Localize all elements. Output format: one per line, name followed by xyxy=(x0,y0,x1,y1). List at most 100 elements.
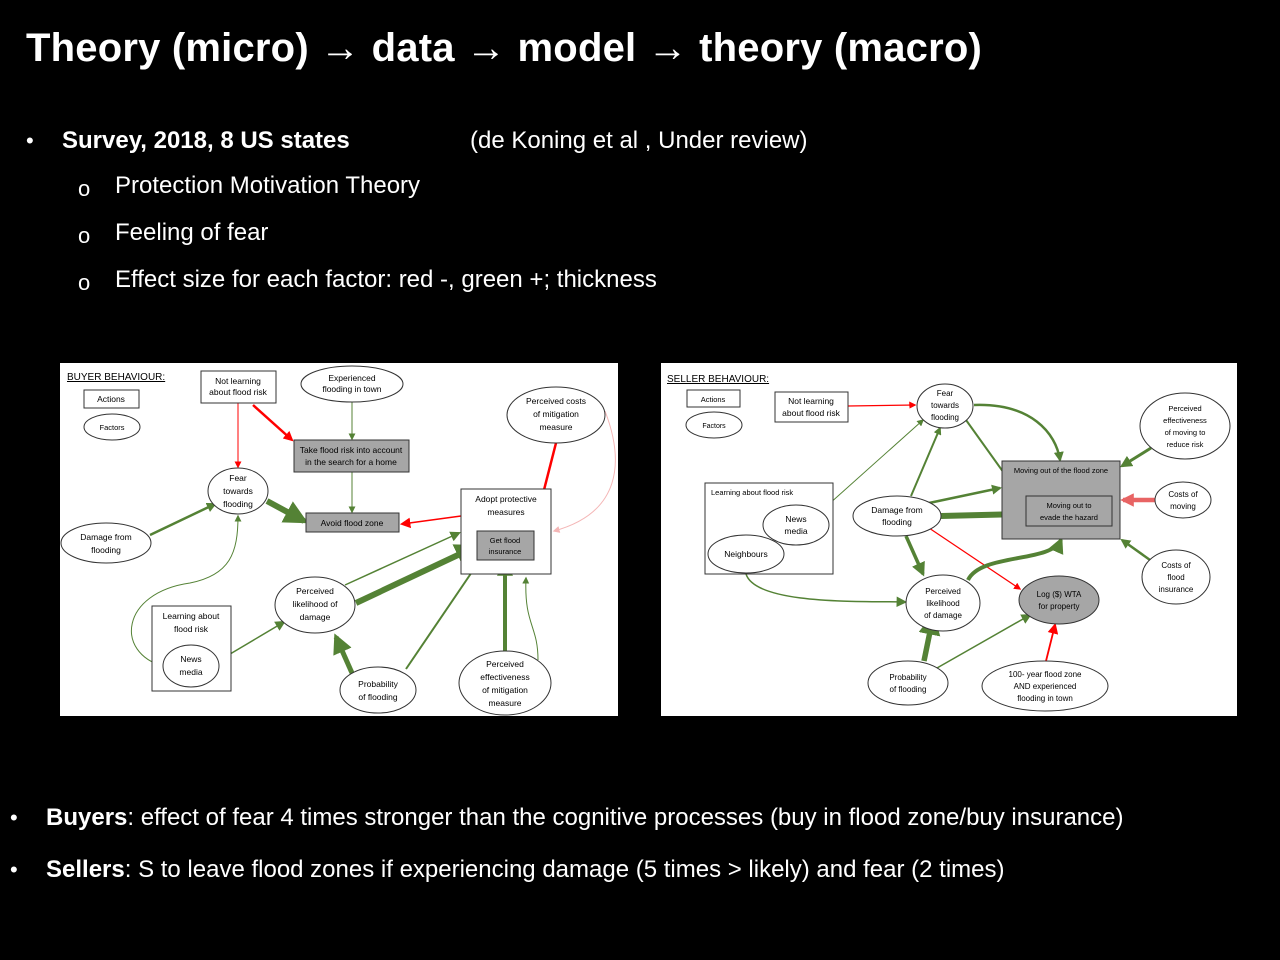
node-perceived-effectiveness xyxy=(458,650,552,716)
legend-actions-label: Actions xyxy=(701,395,726,404)
citation: (de Koning et al , Under review) xyxy=(470,127,808,154)
legend-factors-label: Factors xyxy=(99,423,124,432)
sub-bullet: Protection Motivation Theory xyxy=(115,172,421,199)
bullet-icon: • xyxy=(10,805,18,830)
legend-actions-box xyxy=(83,389,140,409)
node-damage xyxy=(60,522,152,564)
node-moving-out-evade xyxy=(1025,495,1113,527)
legend-actions-box xyxy=(686,389,741,408)
arrow-positive xyxy=(1119,446,1152,468)
legend-factors-label: Factors xyxy=(702,423,726,430)
node-not-learning xyxy=(774,391,849,423)
node-fear xyxy=(207,467,269,515)
circle-bullet-icon: o xyxy=(78,176,91,201)
arrow-positive xyxy=(1120,538,1151,562)
arrow-positive xyxy=(936,613,1032,669)
node-neighbours xyxy=(707,534,785,574)
circle-bullet-icon: o xyxy=(78,270,91,295)
arrow-negative xyxy=(928,527,1022,590)
arrow-negative xyxy=(847,401,917,409)
node-probability xyxy=(867,660,949,706)
node-100-year-flood-zone xyxy=(981,660,1109,712)
finding-sellers: Sellers: S to leave flood zones if exper… xyxy=(46,856,1005,883)
bullet-icon: • xyxy=(10,857,18,882)
arrow-positive xyxy=(910,426,942,497)
node-costs-insurance xyxy=(1141,549,1211,605)
arrow-negative xyxy=(1045,622,1059,662)
node-take-flood-risk xyxy=(293,439,410,473)
sub-bullet: Effect size for each factor: red -, gree… xyxy=(115,266,657,293)
node-label: Avoid flood zone xyxy=(321,518,384,528)
arrow-positive xyxy=(354,544,480,606)
sub-bullet: Feeling of fear xyxy=(115,219,269,246)
finding-buyers: Buyers: effect of fear 4 times stronger … xyxy=(46,804,1124,831)
arrow-positive xyxy=(966,537,1064,582)
node-perceived-likelihood xyxy=(274,576,356,634)
arrow-positive xyxy=(130,514,242,667)
node-not-learning xyxy=(200,370,277,404)
arrow-positive xyxy=(405,564,477,670)
node-label: Moving out of the flood zone xyxy=(1014,466,1108,475)
arrow-positive xyxy=(149,502,217,537)
slide-title: Theory (micro) → data → model → theory (… xyxy=(26,26,983,70)
node-perceived-likelihood xyxy=(905,574,981,632)
seller-behaviour-diagram: SELLER BEHAVIOUR: Actions Factors Not le… xyxy=(661,363,1237,716)
node-log-wta xyxy=(1018,575,1100,625)
node-costs-moving xyxy=(1154,481,1212,519)
node-label: Learning about flood risk xyxy=(711,488,793,497)
buyer-behaviour-diagram: BUYER BEHAVIOUR: Actions Factors Not lea… xyxy=(60,363,618,716)
arrow-positive xyxy=(928,484,1002,505)
arrow-weak-negative xyxy=(552,410,616,533)
node-get-insurance xyxy=(476,530,535,561)
arrow-positive xyxy=(745,573,908,608)
arrows xyxy=(130,402,616,675)
legend-actions-label: Actions xyxy=(97,394,125,404)
arrow-positive xyxy=(522,576,539,661)
node-perceived-costs xyxy=(506,386,606,444)
node-perceived-effectiveness xyxy=(1139,392,1231,460)
arrow-positive xyxy=(265,498,309,524)
arrow-negative xyxy=(252,404,294,442)
arrow-positive xyxy=(904,535,925,577)
node-fear xyxy=(916,383,974,429)
node-probability xyxy=(339,666,417,714)
legend-factors-ellipse xyxy=(83,413,141,441)
node-avoid-flood-zone xyxy=(305,512,400,533)
circle-bullet-icon: o xyxy=(78,223,91,248)
bullet-icon: • xyxy=(26,128,34,153)
arrow-positive xyxy=(818,419,925,514)
node-experienced-flooding xyxy=(300,365,404,403)
node-news-media xyxy=(762,504,830,546)
legend-factors-ellipse xyxy=(685,411,743,439)
node-label: Neighbours xyxy=(724,549,767,559)
diagram-title: BUYER BEHAVIOUR: xyxy=(67,372,165,383)
arrow-positive xyxy=(344,531,461,586)
survey-bullet: Survey, 2018, 8 US states xyxy=(62,127,350,154)
arrow-negative xyxy=(399,515,462,529)
node-damage xyxy=(852,495,942,537)
node-news-media xyxy=(162,644,220,688)
